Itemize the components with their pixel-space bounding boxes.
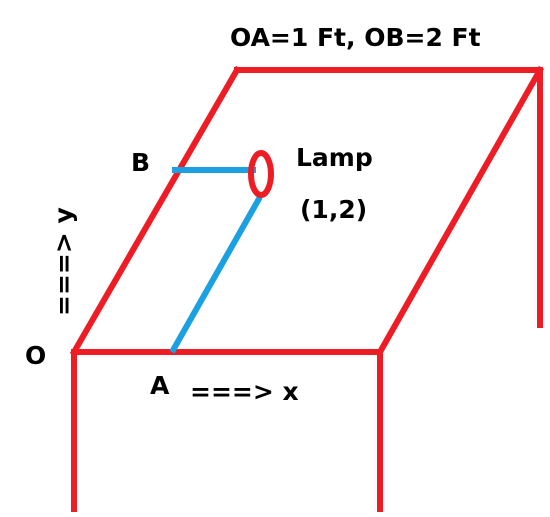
origin-label: O bbox=[25, 341, 46, 370]
diagram-title: OA=1 Ft, OB=2 Ft bbox=[230, 23, 481, 52]
coordinate-guides bbox=[169, 167, 263, 354]
table-top-right-edge bbox=[375, 65, 545, 357]
point-a-label: A bbox=[150, 371, 170, 400]
lamp-coords-label: (1,2) bbox=[300, 195, 367, 224]
y-axis-label: ===> y bbox=[49, 207, 78, 316]
point-b-label: B bbox=[131, 148, 150, 177]
lamp-name-label: Lamp bbox=[296, 143, 373, 172]
table-legs bbox=[71, 70, 543, 512]
x-axis-label: ===> x bbox=[190, 377, 299, 406]
table-top bbox=[69, 65, 545, 357]
lamp-marker bbox=[248, 150, 274, 198]
guide-a-to-lamp bbox=[169, 195, 263, 354]
table-top-left-edge bbox=[69, 65, 242, 357]
